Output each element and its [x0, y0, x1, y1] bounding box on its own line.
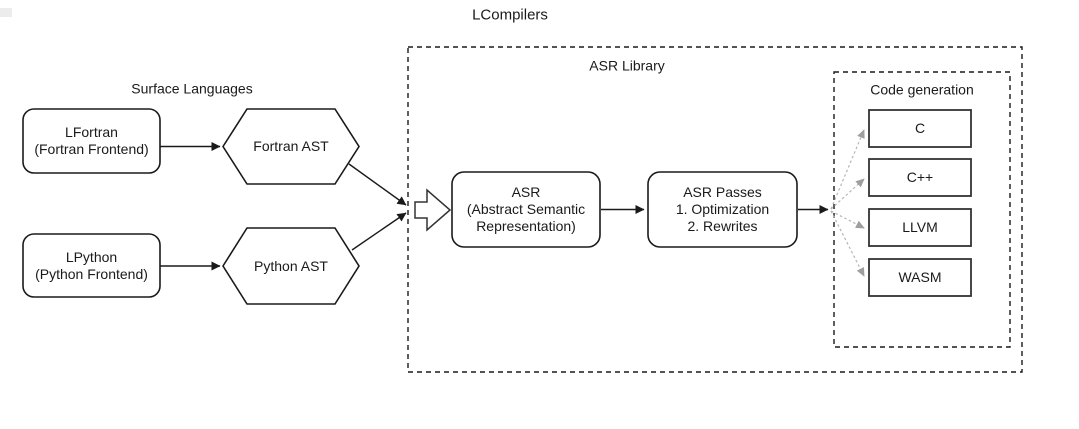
- lfortran-subtitle: (Fortran Frontend): [34, 141, 149, 157]
- target-wasm-text: WASM: [898, 269, 942, 285]
- code-generation-label: Code generation: [870, 81, 974, 98]
- asr-subtitle-1: (Abstract Semantic: [466, 201, 586, 217]
- lfortran-name: LFortran: [65, 124, 118, 140]
- arrow-python-ast-to-asr: [351, 212, 407, 251]
- python-ast-hexagon: [222, 227, 360, 305]
- fortran-ast-label: Fortran AST: [223, 109, 359, 184]
- arrow-to-wasm-backend: [830, 210, 865, 277]
- asr-passes-name: ASR Passes: [683, 184, 762, 200]
- lfortran-node-box: [22, 108, 161, 174]
- target-cpp-text: C++: [906, 169, 934, 185]
- lfortran-node-label: LFortran (Fortran Frontend): [23, 109, 160, 173]
- surface-languages-label: Surface Languages: [131, 80, 253, 97]
- lcompilers-dashed-box: [407, 46, 1023, 373]
- target-llvm-text: LLVM: [902, 219, 938, 235]
- target-wasm-label: WASM: [869, 259, 971, 296]
- python-ast-label: Python AST: [223, 228, 359, 304]
- block-arrow-into-asr: [414, 188, 452, 232]
- asr-node-box: [451, 171, 601, 248]
- arrow-fortran-ast-to-asr: [348, 163, 407, 206]
- fortran-ast-hexagon: [222, 108, 360, 185]
- asr-passes-node-box: [647, 171, 798, 248]
- target-llvm-label: LLVM: [869, 209, 971, 246]
- target-llvm-box: [868, 208, 972, 247]
- lpython-name: LPython: [65, 248, 118, 265]
- arrow-to-llvm-backend: [830, 210, 865, 229]
- asr-passes-item-2: 2. Rewrites: [687, 218, 758, 234]
- lpython-node-label: LPython (Python Frontend): [23, 234, 160, 297]
- lcompilers-title: LCompilers: [472, 6, 548, 24]
- screen-corner-artifact: [0, 8, 12, 17]
- python-ast-text: Python AST: [254, 257, 328, 274]
- asr-passes-item-1: 1. Optimization: [675, 201, 770, 217]
- target-c-box: [868, 109, 972, 148]
- target-c-label: C: [869, 110, 971, 147]
- asr-passes-node-label: ASR Passes 1. Optimization 2. Rewrites: [648, 172, 797, 247]
- target-cpp-box: [868, 158, 972, 197]
- asr-name: ASR: [511, 184, 541, 200]
- asr-node-label: ASR (Abstract Semantic Representation): [452, 172, 600, 247]
- lpython-subtitle: (Python Frontend): [35, 265, 148, 282]
- target-wasm-box: [868, 258, 972, 297]
- arrow-to-c-backend: [830, 129, 865, 210]
- target-c-text: C: [914, 120, 926, 136]
- asr-subtitle-2: Representation): [476, 218, 576, 234]
- target-cpp-label: C++: [869, 159, 971, 196]
- arrow-to-cpp-backend: [830, 178, 865, 210]
- asr-library-label: ASR Library: [589, 57, 665, 74]
- fortran-ast-text: Fortran AST: [253, 138, 329, 154]
